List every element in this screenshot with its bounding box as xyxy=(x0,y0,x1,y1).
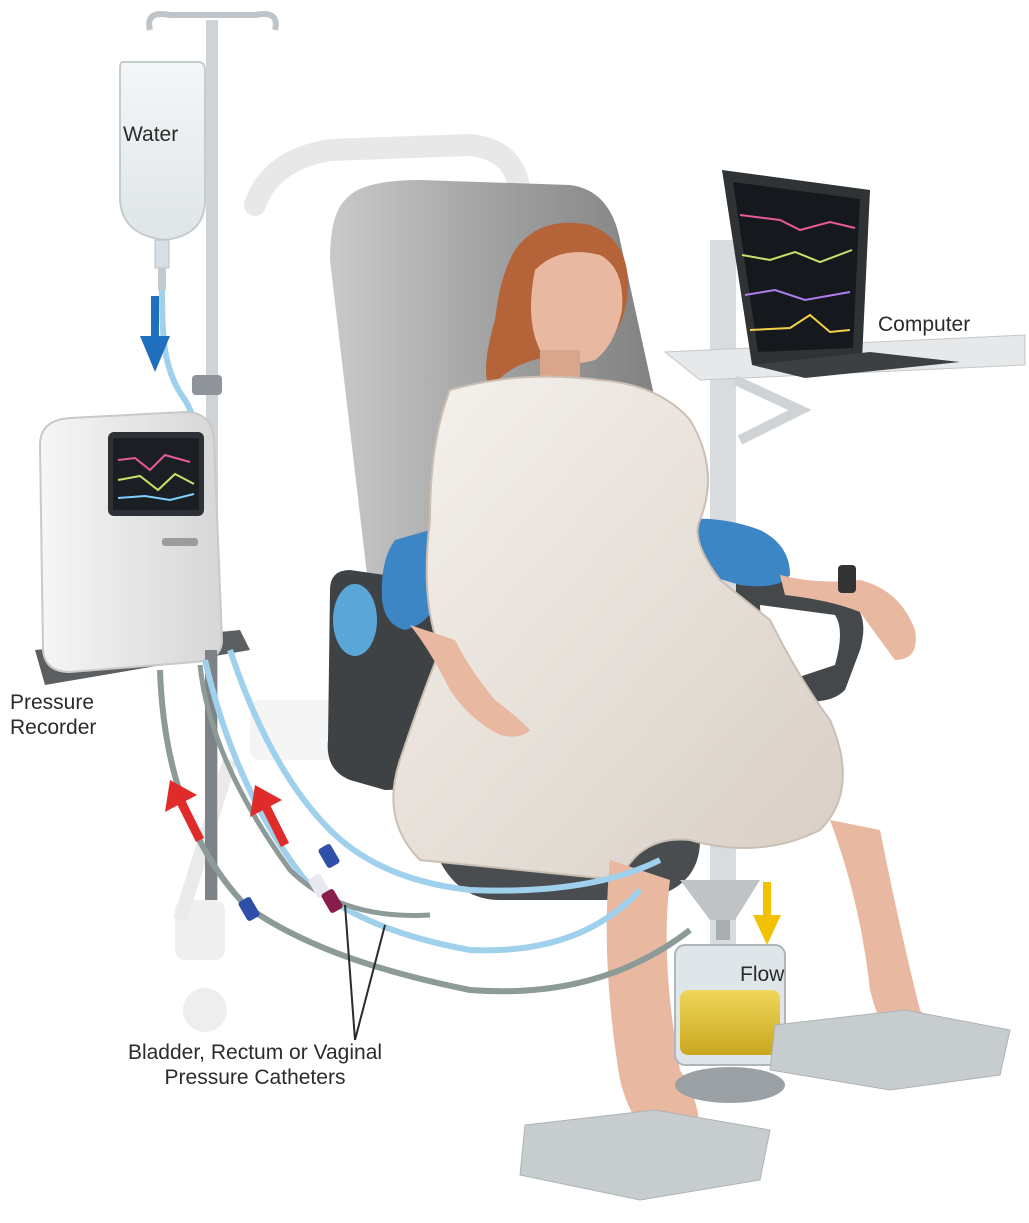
laptop-screen xyxy=(722,170,870,365)
arrow-down-icon xyxy=(753,882,781,945)
flow-label: Flow xyxy=(740,962,784,987)
flow-funnel xyxy=(680,880,760,940)
pressure-recorder-label-line: Pressure xyxy=(10,690,96,715)
water-bag xyxy=(120,62,205,290)
water-label: Water xyxy=(123,122,178,147)
watch-icon xyxy=(838,565,856,593)
pressure-recorder-label: Pressure Recorder xyxy=(10,690,96,740)
catheters-label: Bladder, Rectum or Vaginal Pressure Cath… xyxy=(110,1040,400,1090)
catheters-label-line: Bladder, Rectum or Vaginal xyxy=(110,1040,400,1065)
arrow-up-icon xyxy=(165,780,200,840)
computer-label: Computer xyxy=(878,312,970,337)
catheters-label-line: Pressure Catheters xyxy=(110,1065,400,1090)
pressure-recorder-label-line: Recorder xyxy=(10,715,96,740)
